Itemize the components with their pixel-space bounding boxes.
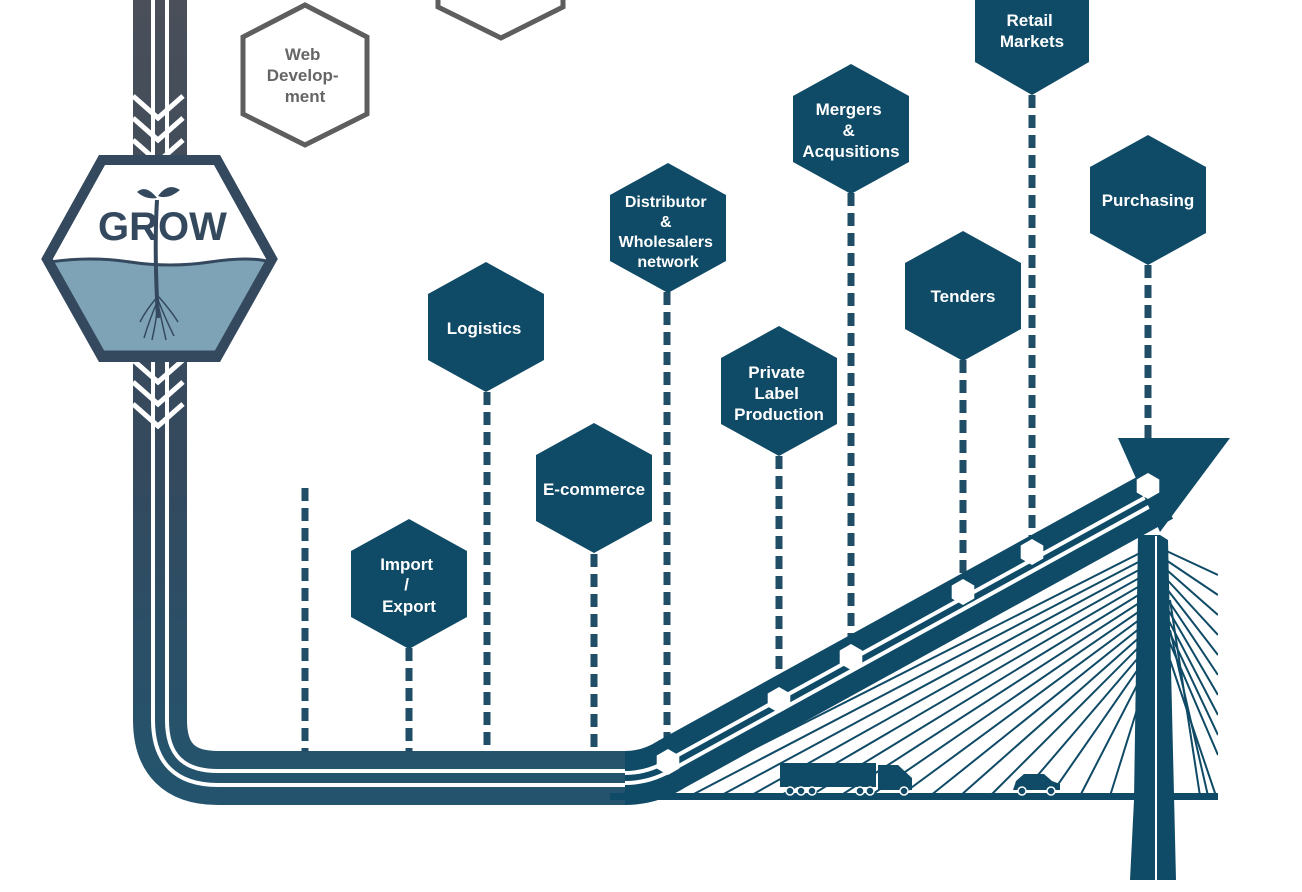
bridge-cable [809, 587, 1151, 797]
bridge-cable [1159, 547, 1218, 576]
node-e-commerce: E-commerce [536, 423, 652, 553]
bridge-cable [1169, 659, 1217, 797]
bridge-cable [899, 611, 1151, 797]
bridge-cable [989, 635, 1151, 797]
bridge-cable [869, 603, 1151, 797]
bridge-cable [749, 571, 1151, 797]
node-import-export: Import / Export [351, 519, 467, 649]
milestone-marker [1136, 473, 1160, 499]
bridge-cable [839, 595, 1151, 797]
node-private-label-label: Private Label Production [734, 363, 824, 424]
bridge-cable [1159, 579, 1218, 656]
bridge-pylon [1130, 535, 1176, 880]
node-distributor-label: Distributor & Wholesalers network [619, 194, 718, 271]
milestone-marker [951, 579, 975, 605]
milestone-markers [656, 473, 1160, 775]
node-mergers-label: Mergers & Acqusitions [802, 100, 899, 161]
node-web-development: Web Develop- ment [240, 2, 370, 148]
chevrons-lower [131, 358, 185, 430]
filled-nodes: Import / Export Logistics E-commerce Dis… [351, 0, 1206, 649]
connector-lines [301, 95, 1152, 752]
arrow-head [1118, 438, 1230, 532]
node-import-export-label: Import / Export [380, 555, 438, 616]
node-retail-markets-label: Retail Markets [1000, 11, 1064, 51]
bridge-cable [1159, 563, 1218, 616]
bridge-cable [719, 563, 1151, 797]
grow-hexagon: GROW [41, 155, 278, 362]
bridge-cable [1019, 643, 1151, 797]
milestone-marker [656, 749, 680, 775]
bridge-cable [959, 627, 1151, 797]
truck-icon [780, 763, 912, 796]
node-retail-markets: Retail Markets [975, 0, 1089, 95]
milestone-marker [1020, 539, 1044, 565]
bridge-cable [1159, 571, 1218, 636]
partial-hexagon [435, 0, 566, 41]
node-purchasing-label: Purchasing [1102, 191, 1195, 210]
node-logistics-label: Logistics [447, 319, 522, 338]
milestone-marker [767, 687, 791, 713]
growth-pipe [133, 0, 625, 805]
node-purchasing: Purchasing [1090, 135, 1206, 265]
node-logistics: Logistics [428, 262, 544, 392]
roots-icon [139, 295, 179, 341]
bridge [610, 547, 1218, 800]
car-icon [1013, 774, 1060, 796]
grow-title: GROW [98, 205, 227, 249]
bridge-cable [1049, 651, 1151, 797]
node-e-commerce-label: E-commerce [543, 480, 645, 499]
node-tenders-label: Tenders [931, 287, 996, 306]
bridge-cable [689, 555, 1151, 797]
node-mergers: Mergers & Acqusitions [793, 64, 909, 194]
node-private-label: Private Label Production [721, 326, 837, 456]
bridge-cable [929, 619, 1151, 797]
bridge-cable [1169, 629, 1209, 797]
node-distributor: Distributor & Wholesalers network [610, 163, 726, 293]
bridge-cable [779, 579, 1151, 797]
bridge-cable [1159, 555, 1218, 596]
bridge-cables [659, 547, 1218, 797]
node-tenders: Tenders [905, 231, 1021, 361]
bridge-deck [610, 793, 1218, 800]
node-web-development-label: Web Develop- ment [267, 45, 344, 106]
milestone-marker [839, 644, 863, 670]
